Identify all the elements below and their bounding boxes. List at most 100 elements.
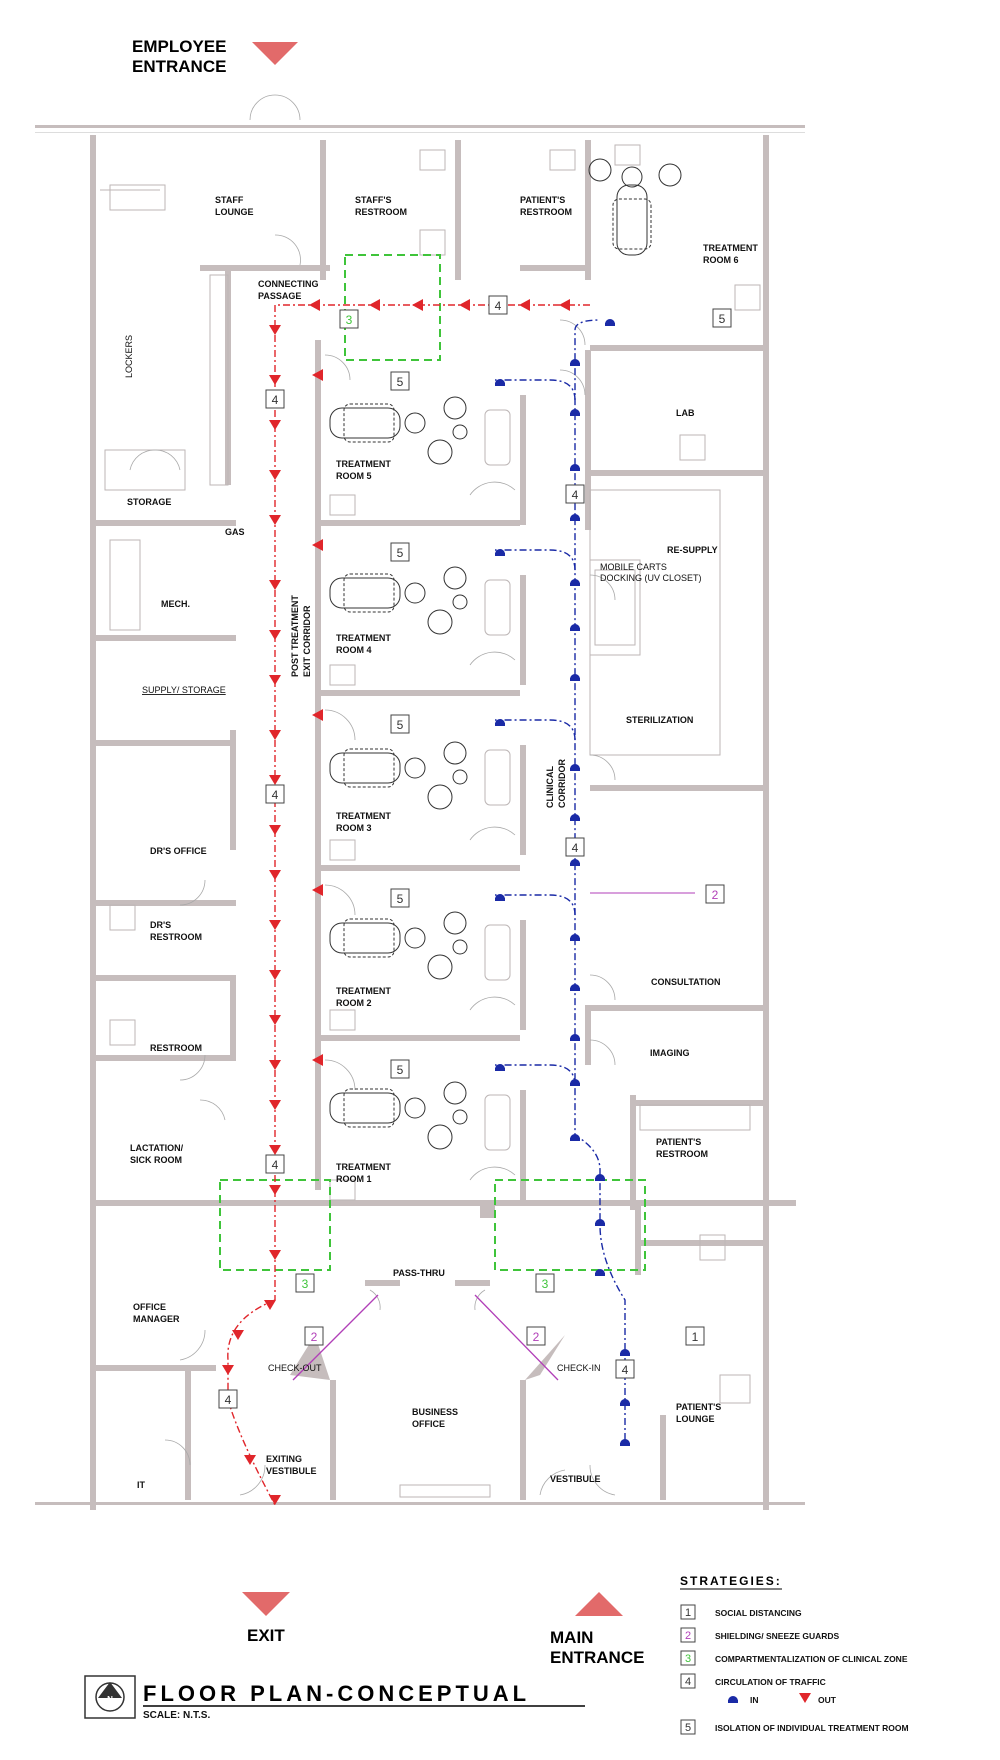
north-letter: N bbox=[107, 1695, 113, 1704]
label-gas: GAS bbox=[225, 527, 245, 537]
label-lockers: LOCKERS bbox=[124, 335, 134, 378]
clinical-zone-entry bbox=[494, 1179, 646, 1271]
legend-num-1: 1 bbox=[685, 1607, 691, 1619]
label-post-treatment-2: EXIT CORRIDOR bbox=[302, 605, 312, 677]
legend-box-1 bbox=[680, 1604, 696, 1620]
label-re-supply: RE-SUPPLY bbox=[667, 545, 718, 555]
in-circulation-path bbox=[495, 319, 630, 1446]
exit-label: EXIT bbox=[247, 1626, 285, 1645]
shield-check-out bbox=[292, 1294, 379, 1381]
label-lactation-2: SICK ROOM bbox=[130, 1155, 182, 1165]
label-restroom: RESTROOM bbox=[150, 1043, 202, 1053]
exit-triangle bbox=[242, 1592, 290, 1616]
marker-4: 4 bbox=[272, 788, 279, 802]
door-swings bbox=[129, 94, 616, 1496]
building-walls bbox=[35, 125, 805, 1510]
plan-title: FLOOR PLAN-CONCEPTUAL bbox=[143, 1681, 530, 1706]
label-patients-restroom-top-1: PATIENT'S bbox=[520, 195, 565, 205]
label-connecting-passage-2: PASSAGE bbox=[258, 291, 301, 301]
employee-entrance-label-line2: ENTRANCE bbox=[132, 57, 226, 76]
marker-5: 5 bbox=[397, 892, 404, 906]
label-lab: LAB bbox=[676, 408, 695, 418]
strategy-markers: 4 5 3 5 4 4 5 5 4 4 5 2 5 4 3 3 2 2 1 4 … bbox=[218, 295, 732, 1409]
legend-label-4: CIRCULATION OF TRAFFIC bbox=[715, 1677, 826, 1687]
legend-in-label: IN bbox=[750, 1695, 759, 1705]
label-business-office-2: OFFICE bbox=[412, 1419, 445, 1429]
label-treatment-room-5-1: TREATMENT bbox=[336, 459, 391, 469]
marker-5: 5 bbox=[397, 718, 404, 732]
label-treatment-room-4-2: ROOM 4 bbox=[336, 645, 372, 655]
marker-3: 3 bbox=[346, 313, 353, 327]
label-imaging: IMAGING bbox=[650, 1048, 690, 1058]
treatment-chair-room-5 bbox=[329, 396, 468, 465]
treatment-chair-room-4 bbox=[329, 566, 468, 635]
marker-4: 4 bbox=[622, 1363, 629, 1377]
label-patients-lounge-2: LOUNGE bbox=[676, 1414, 715, 1424]
marker-5: 5 bbox=[397, 1063, 404, 1077]
label-staff-lounge-2: LOUNGE bbox=[215, 207, 254, 217]
label-mech: MECH. bbox=[161, 599, 190, 609]
label-connecting-passage-1: CONNECTING bbox=[258, 279, 319, 289]
label-treatment-room-1-1: TREATMENT bbox=[336, 1162, 391, 1172]
label-mobile-carts-1: MOBILE CARTS bbox=[600, 562, 667, 572]
marker-1: 1 bbox=[692, 1330, 699, 1344]
marker-4: 4 bbox=[225, 1393, 232, 1407]
marker-2: 2 bbox=[533, 1330, 540, 1344]
label-treatment-room-5-2: ROOM 5 bbox=[336, 471, 372, 481]
shield-check-in bbox=[474, 1294, 559, 1381]
legend-num-3: 3 bbox=[685, 1653, 691, 1665]
label-consultation: CONSULTATION bbox=[651, 977, 721, 987]
legend-num-2: 2 bbox=[685, 1630, 691, 1642]
label-check-out: CHECK-OUT bbox=[268, 1363, 322, 1373]
marker-4: 4 bbox=[572, 488, 579, 502]
plan-scale: SCALE: N.T.S. bbox=[143, 1710, 210, 1721]
label-supply-storage: SUPPLY/ STORAGE bbox=[142, 685, 226, 695]
label-check-in: CHECK-IN bbox=[557, 1363, 601, 1373]
label-lactation-1: LACTATION/ bbox=[130, 1143, 184, 1153]
legend-label-1: SOCIAL DISTANCING bbox=[715, 1608, 802, 1618]
room-labels: STAFF LOUNGE STAFF'S RESTROOM PATIENT'S … bbox=[124, 195, 758, 1490]
legend-box-2 bbox=[680, 1627, 696, 1643]
title-block: N FLOOR PLAN-CONCEPTUAL SCALE: N.T.S. bbox=[84, 1675, 585, 1721]
label-mobile-carts-2: DOCKING (UV CLOSET) bbox=[600, 573, 702, 583]
legend-box-3 bbox=[680, 1650, 696, 1666]
clinical-zone-top bbox=[344, 254, 441, 361]
treatment-chair-room-6 bbox=[588, 158, 682, 256]
label-drs-office: DR'S OFFICE bbox=[150, 846, 207, 856]
marker-4: 4 bbox=[272, 393, 279, 407]
label-drs-restroom-1: DR'S bbox=[150, 920, 171, 930]
strategies-legend: STRATEGIES: 1 SOCIAL DISTANCING 2 SHIELD… bbox=[680, 1574, 909, 1735]
north-box bbox=[84, 1675, 136, 1719]
label-clinical-corridor-2: CORRIDOR bbox=[557, 759, 567, 808]
label-sterilization: STERILIZATION bbox=[626, 715, 693, 725]
main-entrance-label-line1: MAIN bbox=[550, 1628, 593, 1647]
legend-label-3: COMPARTMENTALIZATION OF CLINICAL ZONE bbox=[715, 1654, 908, 1664]
label-patients-restroom-top-2: RESTROOM bbox=[520, 207, 572, 217]
main-entrance-triangle bbox=[575, 1592, 623, 1616]
marker-2: 2 bbox=[311, 1330, 318, 1344]
label-treatment-room-4-1: TREATMENT bbox=[336, 633, 391, 643]
treatment-chair-room-2 bbox=[329, 911, 468, 980]
label-pass-thru: PASS-THRU bbox=[393, 1268, 445, 1278]
interior-lines bbox=[100, 144, 761, 1498]
marker-5: 5 bbox=[719, 312, 726, 326]
legend-label-5: ISOLATION OF INDIVIDUAL TREATMENT ROOM bbox=[715, 1723, 909, 1733]
legend-num-5: 5 bbox=[685, 1722, 691, 1734]
label-patients-lounge-1: PATIENT'S bbox=[676, 1402, 721, 1412]
marker-4: 4 bbox=[272, 1158, 279, 1172]
label-exiting-vestibule-1: EXITING bbox=[266, 1454, 302, 1464]
legend-label-2: SHIELDING/ SNEEZE GUARDS bbox=[715, 1631, 840, 1641]
marker-3: 3 bbox=[542, 1277, 549, 1291]
legend-out-icon bbox=[799, 1693, 811, 1703]
label-business-office-1: BUSINESS bbox=[412, 1407, 458, 1417]
treatment-chair-room-3 bbox=[329, 741, 468, 810]
label-storage: STORAGE bbox=[127, 497, 171, 507]
employee-entrance-label-line1: EMPLOYEE bbox=[132, 37, 226, 56]
label-patients-restroom-right-1: PATIENT'S bbox=[656, 1137, 701, 1147]
legend-num-4: 4 bbox=[685, 1676, 691, 1688]
treatment-chair-room-1 bbox=[329, 1081, 468, 1150]
label-treatment-room-3-2: ROOM 3 bbox=[336, 823, 372, 833]
legend-out-label: OUT bbox=[818, 1695, 837, 1705]
main-entrance-label-line2: ENTRANCE bbox=[550, 1648, 644, 1667]
